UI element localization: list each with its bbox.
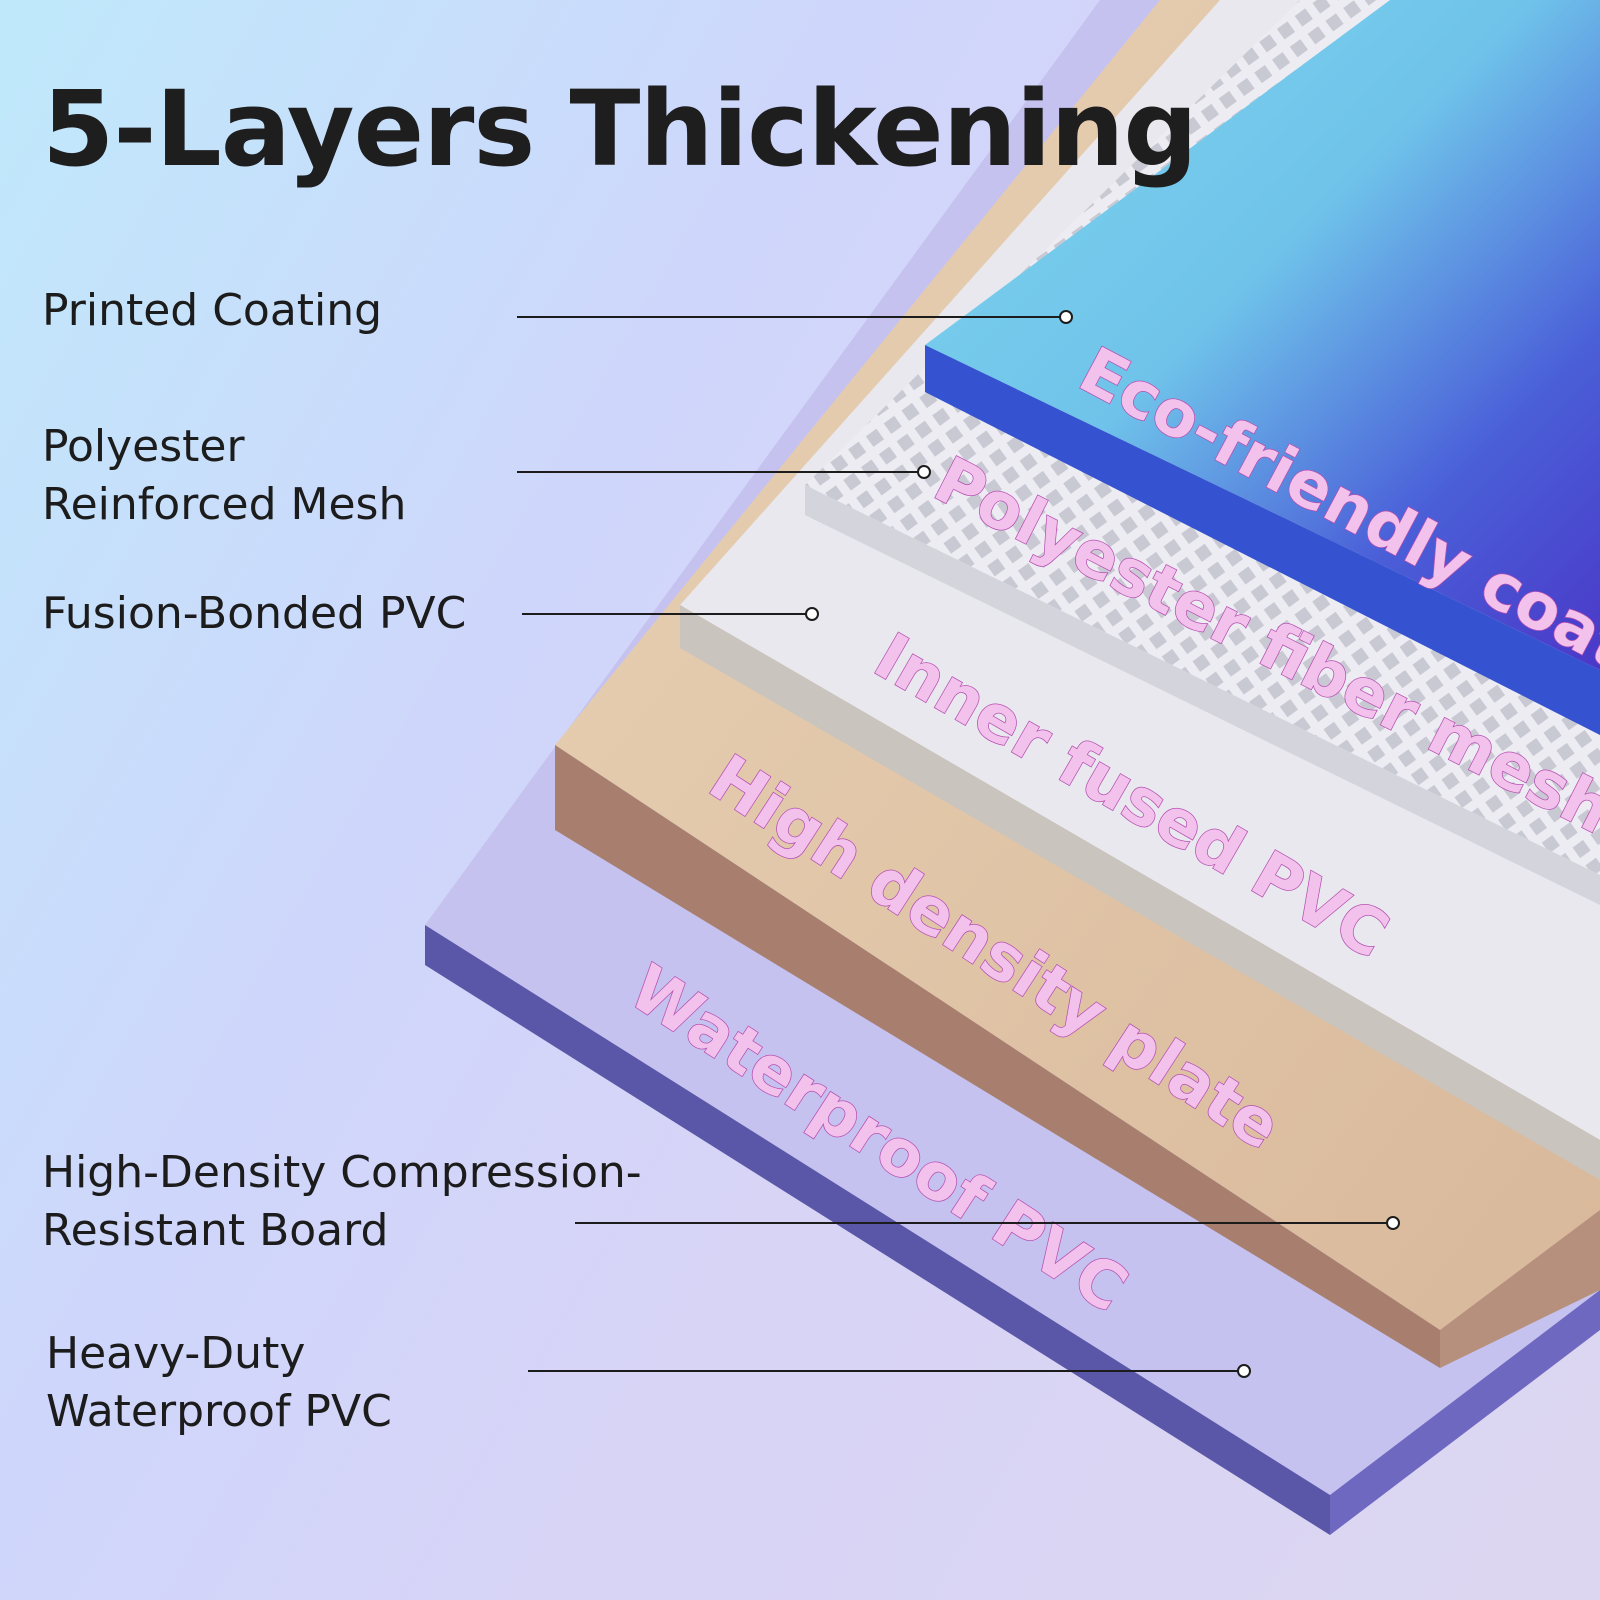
- label-waterproof-pvc: Heavy-Duty Waterproof PVC: [46, 1325, 392, 1441]
- page-title: 5-Layers Thickening: [42, 68, 1198, 190]
- leader-dot-density: [1386, 1216, 1400, 1230]
- label-line: Reinforced Mesh: [42, 479, 407, 530]
- label-line: Polyester: [42, 421, 245, 472]
- label-density-board: High-Density Compression- Resistant Boar…: [42, 1144, 642, 1260]
- label-line: Fusion-Bonded PVC: [42, 588, 467, 639]
- label-line: Resistant Board: [42, 1205, 389, 1256]
- label-polyester-mesh: Polyester Reinforced Mesh: [42, 418, 406, 534]
- label-line: Waterproof PVC: [46, 1386, 392, 1437]
- leader-dot-fused: [805, 607, 819, 621]
- label-printed-coating: Printed Coating: [42, 282, 382, 340]
- label-line: Heavy-Duty: [46, 1328, 306, 1379]
- layer-printed-coating: [925, 0, 1600, 735]
- label-line: High-Density Compression-: [42, 1147, 642, 1198]
- leader-dot-mesh: [917, 465, 931, 479]
- leader-dot-coating: [1059, 310, 1073, 324]
- leader-dot-waterproof: [1237, 1364, 1251, 1378]
- label-fusion-bonded-pvc: Fusion-Bonded PVC: [42, 585, 466, 643]
- label-line: Printed Coating: [42, 285, 383, 336]
